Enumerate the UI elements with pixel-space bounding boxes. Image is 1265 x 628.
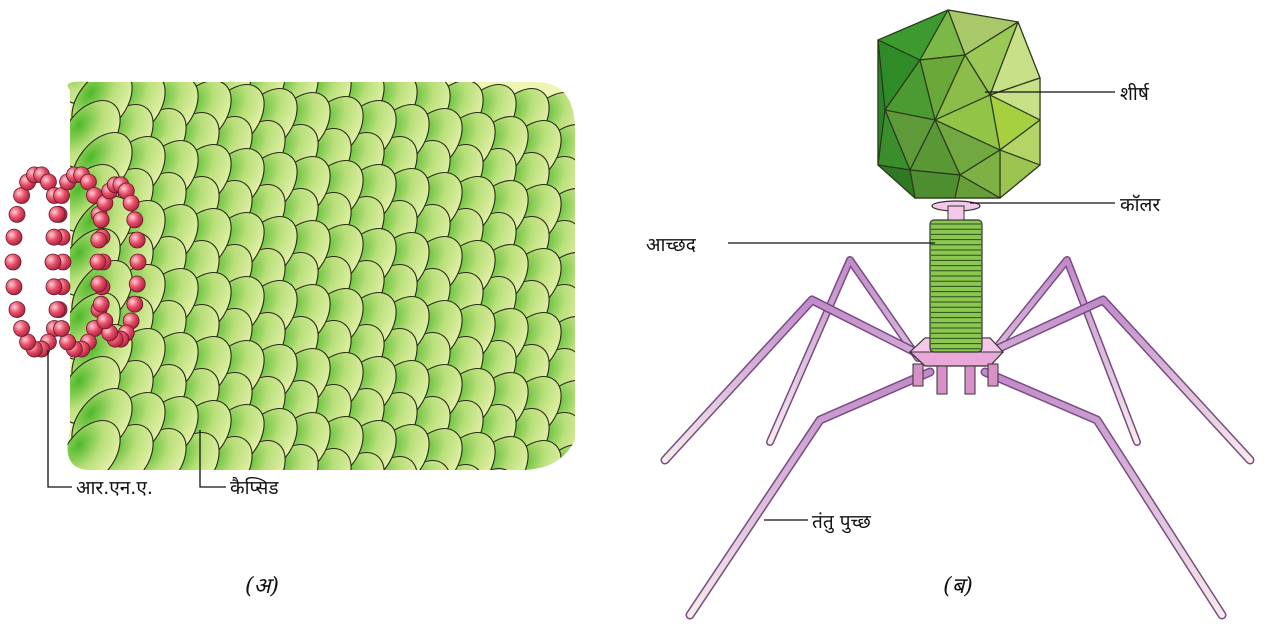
caption-b: (ब)	[943, 574, 973, 599]
rna-bead	[45, 254, 61, 270]
caption-a: (अ)	[245, 574, 279, 599]
collar-label: कॉलर	[1120, 194, 1161, 216]
rna-bead	[129, 232, 145, 248]
capsomere	[510, 465, 595, 554]
rna-bead	[6, 229, 22, 245]
rna-bead	[91, 276, 107, 292]
rna-bead	[6, 279, 22, 295]
rna-leader	[48, 350, 72, 487]
rna-bead	[46, 229, 62, 245]
tmv-figure: आर.एन.ए. कैप्सिड (अ)	[5, 25, 606, 599]
rna-bead	[97, 313, 113, 329]
bacteriophage-figure: शीर्ष कॉलर आच्छद तंतु पुच्छ (ब)	[646, 10, 1250, 615]
sheath-label: आच्छद	[646, 234, 697, 256]
rna-bead	[9, 206, 25, 222]
capsomere	[444, 457, 529, 546]
rna-bead	[49, 206, 65, 222]
head-label: शीर्ष	[1120, 82, 1150, 105]
rna-bead	[91, 232, 107, 248]
phage-head	[878, 10, 1040, 198]
rna-bead	[129, 276, 145, 292]
rna-bead	[90, 254, 106, 270]
rna-bead	[54, 321, 70, 337]
tail-sheath	[930, 220, 982, 352]
collar	[932, 201, 980, 220]
rna-bead	[5, 254, 21, 270]
rna-bead	[123, 195, 139, 211]
capsid-label: कैप्सिड	[230, 476, 279, 499]
rna-bead	[130, 254, 146, 270]
rna-bead	[49, 302, 65, 318]
rna-bead	[9, 302, 25, 318]
rna-bead	[127, 212, 143, 228]
rna-bead	[127, 296, 143, 312]
rna-bead	[46, 279, 62, 295]
capsomere	[477, 461, 562, 550]
rna-bead	[93, 212, 109, 228]
rna-bead	[93, 296, 109, 312]
tail-fibre-label: तंतु पुच्छ	[812, 511, 871, 534]
rna-bead	[14, 321, 30, 337]
rna-label: आर.एन.ए.	[76, 477, 153, 499]
